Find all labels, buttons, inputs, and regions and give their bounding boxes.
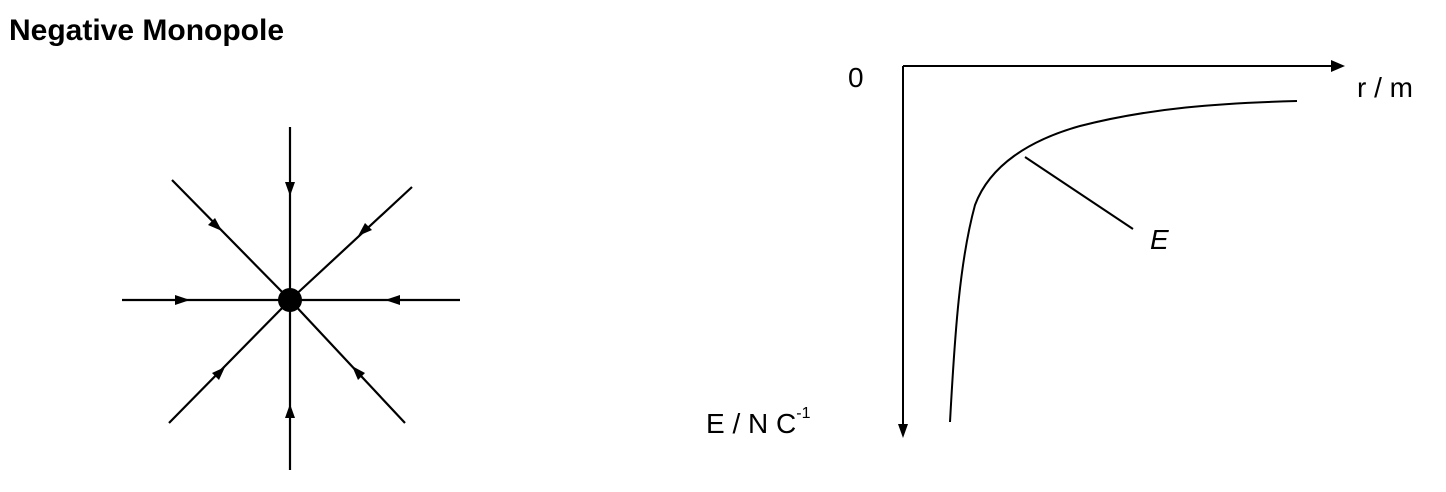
arrow-icon: [385, 295, 400, 305]
negative-charge-icon: [278, 288, 302, 312]
y-axis-arrow-icon: [898, 424, 908, 438]
field-strength-curve: [949, 100, 1298, 423]
field-arrows: [175, 182, 400, 418]
x-axis-label: r / m: [1357, 72, 1413, 103]
arrow-icon: [285, 182, 295, 196]
field-line-northwest: [171, 179, 291, 301]
page-title: Negative Monopole: [9, 14, 285, 47]
arrow-icon: [175, 295, 190, 305]
y-axis-label-exponent: -1: [796, 405, 811, 422]
arrow-icon: [212, 367, 225, 380]
x-axis-arrow-icon: [1331, 60, 1345, 72]
y-axis-label: E / N C-1: [706, 406, 810, 439]
arrow-icon: [208, 218, 222, 231]
field-lines: [122, 127, 460, 470]
arrow-icon: [285, 404, 295, 418]
field-line-southwest: [168, 299, 291, 424]
arrow-icon: [358, 223, 372, 236]
curve-label: E: [1150, 224, 1169, 255]
field-line-northeast: [289, 186, 413, 301]
arrow-icon: [352, 366, 365, 380]
origin-label: 0: [848, 62, 864, 93]
graph-axes: [902, 65, 1333, 428]
field-line-southeast: [289, 299, 406, 424]
y-axis-label-main: E / N C: [706, 408, 797, 439]
curve-label-pointer: [1024, 156, 1134, 230]
